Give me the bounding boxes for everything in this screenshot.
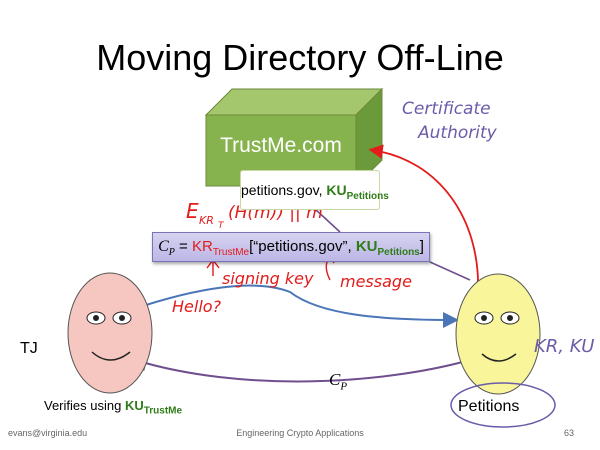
equals-sign: = [174, 238, 192, 255]
cert-domain: petitions.gov, [241, 182, 327, 198]
hello-annotation: Hello? [172, 297, 222, 316]
footer-slide-number: 63 [563, 428, 574, 438]
petitions-to-tj-arrow [131, 355, 471, 383]
certificate-request-box: petitions.gov, KUPetitions [240, 170, 389, 210]
cp-symbol: CP [158, 238, 175, 259]
tj-label: TJ [20, 340, 38, 357]
ca-annotation-line1: Certificate [402, 99, 491, 119]
message-contents: [“petitions.gov”, [249, 238, 356, 255]
message-annotation: message [340, 272, 412, 291]
ku-trustme-key: KUTrustMe [124, 398, 183, 417]
cp-return-label: CP [329, 370, 348, 393]
footer-email: evans@virginia.edu [8, 428, 88, 438]
e-formula-sub: KR [199, 214, 214, 227]
tj-to-petitions-arrow [145, 284, 459, 328]
close-bracket: ] [419, 238, 424, 255]
trustme-label: TrustMe.com [220, 134, 342, 157]
verifies-caption: Verifies using KUTrustMe [44, 398, 183, 417]
petitions-label-circle [450, 382, 556, 428]
kr-ku-annotation: KR, KU [534, 336, 594, 357]
smile-icon [481, 353, 517, 362]
handwritten-annotations: Certificate Authority E KR T (H(m)) || m… [172, 99, 594, 357]
e-formula-sub2: T [218, 221, 225, 231]
cert-key: KUPetitions [326, 182, 389, 202]
footer-course-title: Engineering Crypto Applications [236, 428, 364, 438]
e-formula: E [186, 199, 199, 223]
tj-face [67, 272, 153, 394]
cp-to-petitions-line [429, 261, 471, 281]
ku-petitions-key: KUPetitions [355, 238, 420, 258]
ca-annotation-line2: Authority [417, 123, 498, 143]
petitions-face [455, 273, 541, 395]
petitions-to-ca-arrow [368, 144, 479, 291]
signing-key-annotation: signing key [222, 269, 314, 288]
box-top-face [204, 88, 384, 116]
kr-trustme-key: KRTrustMe [191, 238, 250, 258]
smile-icon [91, 351, 131, 361]
certificate-formula-box: CP = KRTrustMe[“petitions.gov”, KUPetiti… [152, 232, 430, 262]
petitions-label: Petitions [458, 398, 520, 415]
slide-title: Moving Directory Off-Line [96, 37, 504, 78]
